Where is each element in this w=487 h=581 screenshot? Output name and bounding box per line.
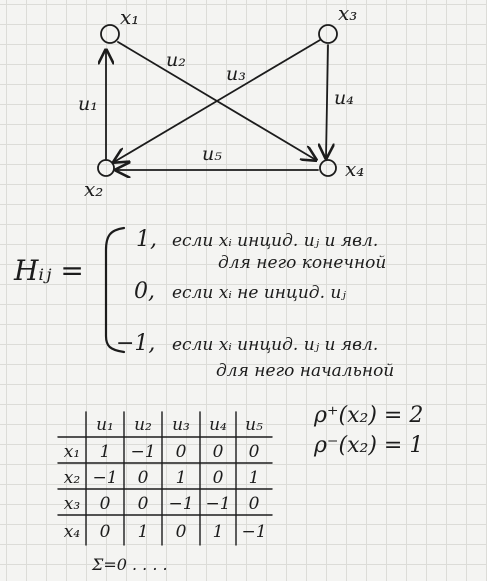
edge-label-u5: u₅ xyxy=(202,143,222,165)
matrix-cell: 0 xyxy=(138,468,149,488)
matrix-cell: 1 xyxy=(249,468,260,488)
out-degree-x2: ρ⁺(x₂) = 2 xyxy=(313,403,423,428)
directed-graph: x₁ x₂ x₃ x₄ u₁ u₂ u₃ u₄ u₅ xyxy=(78,1,364,201)
vertex-x2 xyxy=(97,159,115,177)
case2-text: если xᵢ не инцид. uⱼ xyxy=(172,283,346,303)
case3-text: если xᵢ инцид. uⱼ и явл. xyxy=(172,335,378,355)
matrix-col-header: u₃ xyxy=(172,415,190,435)
edge-label-u1: u₁ xyxy=(78,93,98,115)
case-bracket xyxy=(104,226,126,354)
formula-lhs: Hᵢⱼ = xyxy=(13,254,84,287)
matrix-row-header: x₄ xyxy=(64,522,81,542)
matrix-cell: 0 xyxy=(249,442,260,462)
case3-text2: для него начальной xyxy=(216,361,394,381)
matrix-col-header: u₅ xyxy=(245,415,263,435)
matrix-cell: −1 xyxy=(130,442,155,462)
matrix-cell: 0 xyxy=(213,442,224,462)
matrix-cell: 0 xyxy=(176,522,187,542)
case1-text: если xᵢ инцид. uⱼ и явл. xyxy=(172,231,378,251)
matrix-cell: 1 xyxy=(176,468,187,488)
edge-u4 xyxy=(326,44,328,158)
matrix-cell: 0 xyxy=(213,468,224,488)
incidence-matrix: u₁ u₂ u₃ u₄ u₅ x₁ x₂ x₃ x₄ 1 −1 0 0 0 −1… xyxy=(57,411,273,574)
vertex-x3 xyxy=(318,24,338,44)
vertex-label-x1: x₁ xyxy=(120,5,139,29)
vertex-x1 xyxy=(100,24,120,44)
case1-value: 1, xyxy=(136,227,157,252)
matrix-cell: −1 xyxy=(205,494,230,514)
matrix-col-header: u₁ xyxy=(96,415,114,435)
case3-value: −1, xyxy=(116,331,155,356)
vertex-x4 xyxy=(319,159,337,177)
matrix-cell: 1 xyxy=(100,442,111,462)
matrix-row-header: x₂ xyxy=(64,468,81,488)
vertex-degrees: ρ⁺(x₂) = 2 ρ⁻(x₂) = 1 xyxy=(313,403,423,458)
vertex-label-x3: x₃ xyxy=(338,1,357,25)
matrix-cell: −1 xyxy=(241,522,266,542)
vertex-label-x2: x₂ xyxy=(84,177,103,201)
edge-label-u4: u₄ xyxy=(334,87,354,109)
matrix-cell: −1 xyxy=(92,468,117,488)
matrix-row-header: x₁ xyxy=(64,442,80,462)
edge-label-u2: u₂ xyxy=(166,49,186,71)
matrix-cell: 1 xyxy=(213,522,224,542)
in-degree-x2: ρ⁻(x₂) = 1 xyxy=(313,433,423,458)
matrix-col-header: u₂ xyxy=(134,415,152,435)
vertex-label-x4: x₄ xyxy=(345,157,364,181)
matrix-cell: 0 xyxy=(100,522,111,542)
matrix-cell: 0 xyxy=(249,494,260,514)
matrix-cell: 0 xyxy=(138,494,149,514)
matrix-col-header: u₄ xyxy=(209,415,227,435)
incidence-definition: Hᵢⱼ = 1, если xᵢ инцид. uⱼ и явл. для не… xyxy=(13,226,394,381)
edge-label-u3: u₃ xyxy=(226,63,246,85)
edge-u3 xyxy=(114,39,321,162)
matrix-cell: −1 xyxy=(168,494,193,514)
matrix-cell: 0 xyxy=(176,442,187,462)
matrix-cell: 1 xyxy=(138,522,149,542)
column-sum-note: Σ=0 . . . . xyxy=(91,555,168,574)
matrix-cell: 0 xyxy=(100,494,111,514)
case2-value: 0, xyxy=(134,279,155,304)
case1-text2: для него конечной xyxy=(218,253,386,273)
matrix-row-header: x₃ xyxy=(64,494,81,514)
